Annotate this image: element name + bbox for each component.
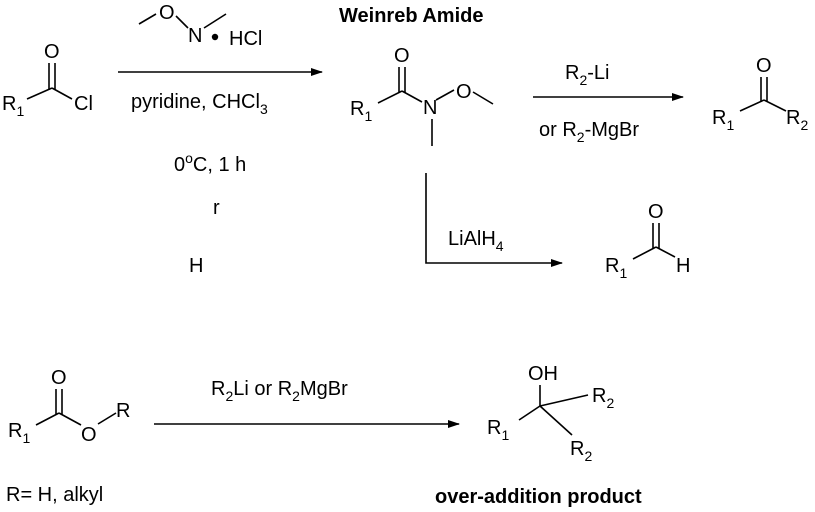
r1-group-label: R1 — [8, 420, 30, 446]
bond — [739, 99, 765, 112]
nitrogen-label: N — [188, 25, 202, 47]
bond — [518, 405, 541, 421]
r1-group-label: R1 — [350, 98, 372, 124]
r2-group-label: R2 — [786, 107, 808, 133]
carbonyl-oxygen-label: O — [648, 201, 664, 223]
r2-group-label: R2 — [592, 385, 614, 411]
bond — [435, 89, 455, 101]
ester-structure: O R1 O R — [8, 367, 130, 446]
bond — [377, 90, 403, 104]
hydrogen-label: H — [676, 255, 690, 277]
acyl-chloride-structure: O R1 Cl — [2, 41, 93, 119]
nitrogen-label: N — [423, 97, 437, 119]
stray-r-label: r — [213, 197, 220, 219]
chlorine-label: Cl — [74, 93, 93, 115]
lialh4-reagent-label: LiAlH4 — [448, 228, 504, 254]
bond — [26, 87, 53, 100]
bond — [763, 99, 787, 112]
bond — [539, 394, 589, 407]
r-definition-label: R= H, alkyl — [6, 484, 103, 506]
r2-group-label: R2 — [570, 438, 592, 464]
bond — [35, 412, 60, 426]
organolithium-reagent-label: R2-Li — [565, 62, 609, 88]
carbonyl-oxygen-label: O — [44, 41, 60, 63]
conditions-temperature-label: 0oC, 1 h — [174, 150, 246, 176]
hcl-label: HCl — [229, 28, 262, 50]
bond — [203, 13, 227, 29]
aldehyde-structure: O R1 H — [605, 201, 690, 281]
carbonyl-oxygen-label: O — [394, 45, 410, 67]
organometallic-reagents-label: R2Li or R2MgBr — [211, 378, 348, 404]
bond — [175, 15, 189, 29]
r1-group-label: R1 — [605, 255, 627, 281]
hydroxylamine-reagent-structure: O N HCl — [138, 2, 262, 50]
carbonyl-oxygen-label: O — [51, 367, 67, 389]
bond — [655, 246, 676, 258]
hydroxyl-label: OH — [528, 363, 558, 385]
bond — [51, 87, 73, 100]
grignard-reagent-label: or R2-MgBr — [539, 119, 639, 145]
oxygen-label: O — [456, 81, 472, 103]
bond — [539, 405, 573, 436]
bond — [401, 90, 423, 103]
oxygen-label: O — [159, 2, 175, 24]
ester-oxygen-label: O — [81, 424, 97, 446]
tertiary-alcohol-structure: OH R1 R2 R2 — [487, 363, 614, 464]
r1-group-label: R1 — [487, 417, 509, 443]
weinreb-amide-structure: O R1 N O — [350, 45, 494, 146]
salt-dot — [211, 33, 219, 41]
reaction-arrow-reduction — [425, 173, 563, 267]
bond — [138, 13, 157, 25]
weinreb-amide-title: Weinreb Amide — [339, 5, 483, 27]
r1-group-label: R1 — [712, 107, 734, 133]
r-group-label: R — [116, 400, 130, 422]
ketone-structure: O R1 R2 — [712, 55, 808, 133]
r1-group-label: R1 — [2, 93, 24, 119]
bond — [632, 246, 657, 260]
stray-h-label: H — [189, 255, 203, 277]
conditions-solvent-label: pyridine, CHCl3 — [131, 91, 268, 117]
carbonyl-oxygen-label: O — [756, 55, 772, 77]
over-addition-product-label: over-addition product — [435, 486, 642, 508]
bond — [97, 412, 117, 425]
bond — [58, 412, 82, 426]
bond — [472, 91, 494, 105]
